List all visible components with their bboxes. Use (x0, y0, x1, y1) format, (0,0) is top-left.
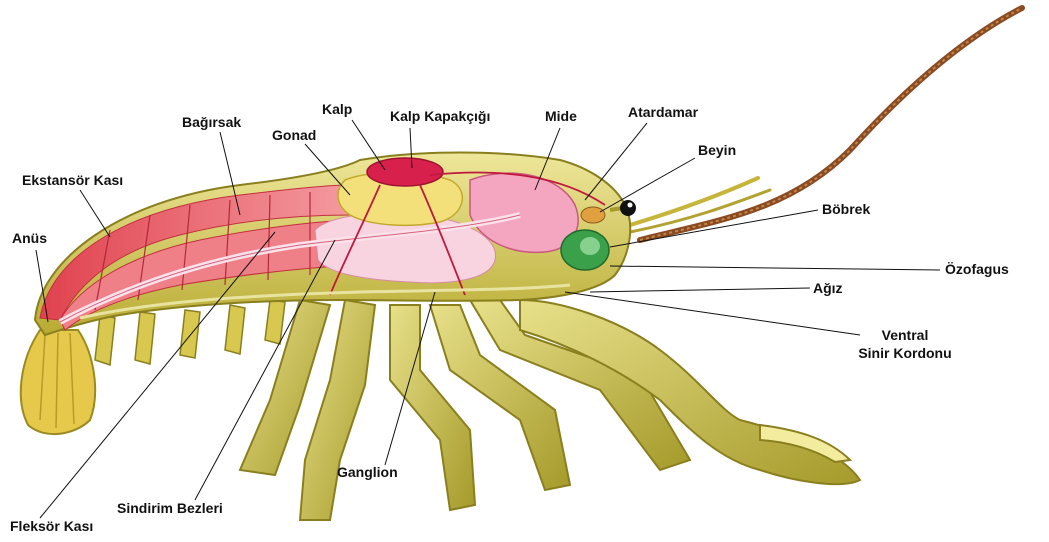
label-gonad: Gonad (272, 127, 316, 144)
label-heart: Kalp (322, 101, 352, 118)
brain-shape (581, 207, 605, 223)
label-kidney: Böbrek (822, 201, 870, 218)
heart-shape (367, 158, 443, 186)
label-flexor-muscle: Fleksör Kası (10, 518, 93, 535)
label-ganglion: Ganglion (337, 464, 398, 481)
label-intestine: Bağırsak (182, 114, 241, 131)
label-mouth: Ağız (813, 280, 843, 297)
label-anus: Anüs (12, 230, 47, 247)
label-ventral-line1: Ventral (838, 326, 972, 344)
label-ventral-line2: Sinir Kordonu (838, 344, 972, 362)
label-heart-valve: Kalp Kapakçığı (390, 108, 490, 125)
label-esophagus: Özofagus (945, 261, 1009, 278)
label-artery: Atardamar (628, 104, 698, 121)
label-ventral-nerve-cord: Ventral Sinir Kordonu (838, 326, 972, 362)
label-digestive-glands: Sindirim Bezleri (117, 500, 223, 517)
label-brain: Beyin (698, 142, 736, 159)
label-stomach: Mide (545, 108, 577, 125)
eye (620, 200, 636, 216)
label-extensor-muscle: Ekstansör Kası (22, 172, 123, 189)
